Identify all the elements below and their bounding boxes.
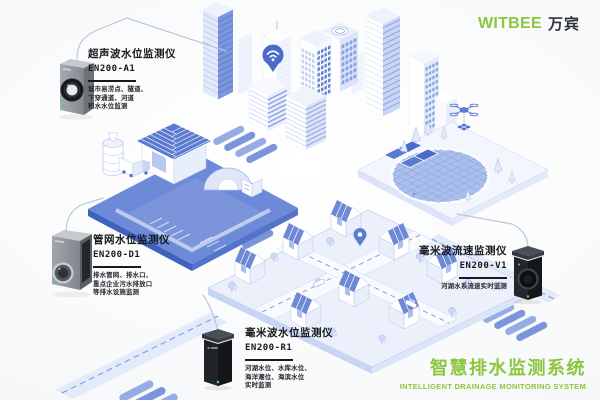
product-name: 管网水位监测仪: [93, 234, 170, 246]
product-description: 排水管网、排水口、 重点企业污水排放口 等排水设施监测: [93, 272, 153, 297]
product-card-en200-a1: 超声波水位监测仪 EN200-A1 城市易涝点、隧道、 下穿通道、河道 积水水位…: [88, 46, 176, 112]
status-led: [216, 380, 220, 384]
product-model: EN200-R1: [245, 343, 293, 353]
connector-r1: [202, 294, 219, 332]
device-en200-d1: [52, 230, 92, 298]
connector-lines: [65, 17, 529, 332]
truck-icon: [118, 156, 150, 178]
product-description: 河湖水系流速实时监测: [441, 283, 507, 290]
product-name: 毫米波流速监测仪: [419, 245, 507, 257]
product-model: EN200-D1: [93, 250, 141, 260]
product-card-en200-v1: 毫米波流速监测仪 EN200-V1 河湖水系流速实时监测: [419, 243, 507, 292]
device-en200-v1: [512, 246, 544, 305]
logo-witbee: WITBEE: [477, 14, 542, 32]
device-en200-r1: [202, 329, 234, 391]
location-pin-icon: [353, 228, 367, 246]
park-area: [357, 103, 549, 226]
product-model: EN200-V1: [459, 261, 507, 271]
system-title-zh: 智慧排水监测系统: [430, 358, 586, 378]
system-title: 智慧排水监测系统 INTELLIGENT DRAINAGE MONITORING…: [400, 354, 586, 391]
divider: [459, 277, 507, 279]
hangar: [203, 167, 253, 191]
connector-v1: [456, 213, 529, 249]
device-en200-a1: [59, 59, 94, 120]
status-led: [526, 295, 530, 298]
product-card-en200-r1: 毫米波水位监测仪 EN200-R1 河湖水位、水库水位、 海洋潮位、海滨水位 实…: [245, 325, 333, 391]
product-model: EN200-A1: [88, 64, 136, 74]
system-title-en: INTELLIGENT DRAINAGE MONITORING SYSTEM: [399, 382, 586, 391]
connector-d1: [65, 197, 104, 234]
product-description: 城市易涝点、隧道、 下穿通道、河道 积水水位监测: [88, 86, 148, 111]
brand-logo: WITBEE 万宾: [478, 13, 580, 34]
water-tank: [102, 132, 124, 176]
product-description: 河湖水位、水库水位、 海洋潮位、海滨水位 实时监测: [245, 365, 311, 390]
connector-a1: [76, 17, 227, 60]
helipad-icon: [331, 26, 349, 36]
residential-area: [207, 199, 535, 374]
wifi-pin-icon: [262, 44, 284, 72]
divider: [93, 266, 141, 268]
status-led: [62, 104, 65, 108]
drone-icon: [449, 103, 479, 131]
divider: [88, 80, 136, 82]
skyline: [202, 2, 457, 151]
product-name: 毫米波水位监测仪: [245, 327, 333, 339]
factory-area: [88, 122, 298, 271]
logo-wanbin: 万宾: [547, 16, 580, 33]
product-name: 超声波水位监测仪: [88, 48, 176, 60]
product-card-en200-d1: 管网水位监测仪 EN200-D1 排水管网、排水口、 重点企业污水排放口 等排水…: [93, 232, 170, 298]
divider: [245, 359, 293, 361]
status-led: [54, 280, 58, 284]
